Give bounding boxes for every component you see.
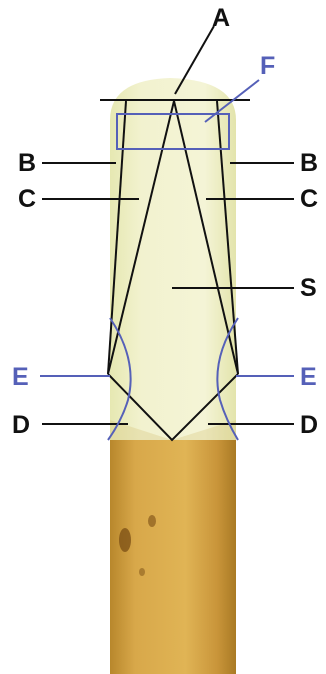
label-a: A	[212, 4, 230, 32]
label-b-right: B	[300, 149, 318, 177]
bark-spot	[139, 568, 145, 576]
label-c-right: C	[300, 185, 318, 213]
label-e-left: E	[12, 363, 29, 391]
label-s: S	[300, 274, 317, 302]
label-c-left: C	[18, 185, 36, 213]
bark-spot	[119, 528, 131, 552]
label-b-left: B	[18, 149, 36, 177]
reed-bark	[110, 440, 236, 674]
bark-spot	[148, 515, 156, 527]
label-d-right: D	[300, 411, 318, 439]
label-d-left: D	[12, 411, 30, 439]
label-e-right: E	[300, 363, 317, 391]
label-f: F	[260, 52, 275, 80]
